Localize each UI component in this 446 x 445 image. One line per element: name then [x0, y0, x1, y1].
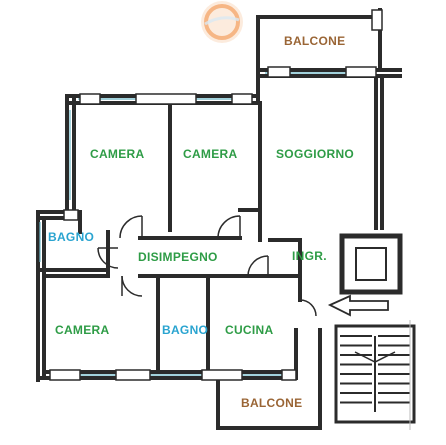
room-label-bagno-2: BAGNO	[162, 323, 209, 337]
window-frames	[49, 9, 383, 381]
room-label-cucina: CUCINA	[225, 323, 274, 337]
door-swings	[97, 215, 317, 317]
room-label-bagno-1: BAGNO	[48, 230, 95, 244]
room-label-disimpegno: DISIMPEGNO	[138, 250, 218, 264]
room-label-camera-1: CAMERA	[90, 147, 145, 161]
agency-logo	[201, 1, 243, 43]
room-label-camera-3: CAMERA	[55, 323, 110, 337]
room-label-balcone-top: BALCONE	[284, 34, 346, 48]
room-label-ingresso: INGR.	[292, 249, 327, 263]
elevator-shaft	[339, 233, 403, 295]
left-arrow-icon	[327, 294, 389, 317]
room-label-balcone-bottom: BALCONE	[241, 396, 303, 410]
room-label-soggiorno: SOGGIORNO	[276, 147, 355, 161]
room-label-camera-2: CAMERA	[183, 147, 238, 161]
staircase	[334, 324, 416, 424]
